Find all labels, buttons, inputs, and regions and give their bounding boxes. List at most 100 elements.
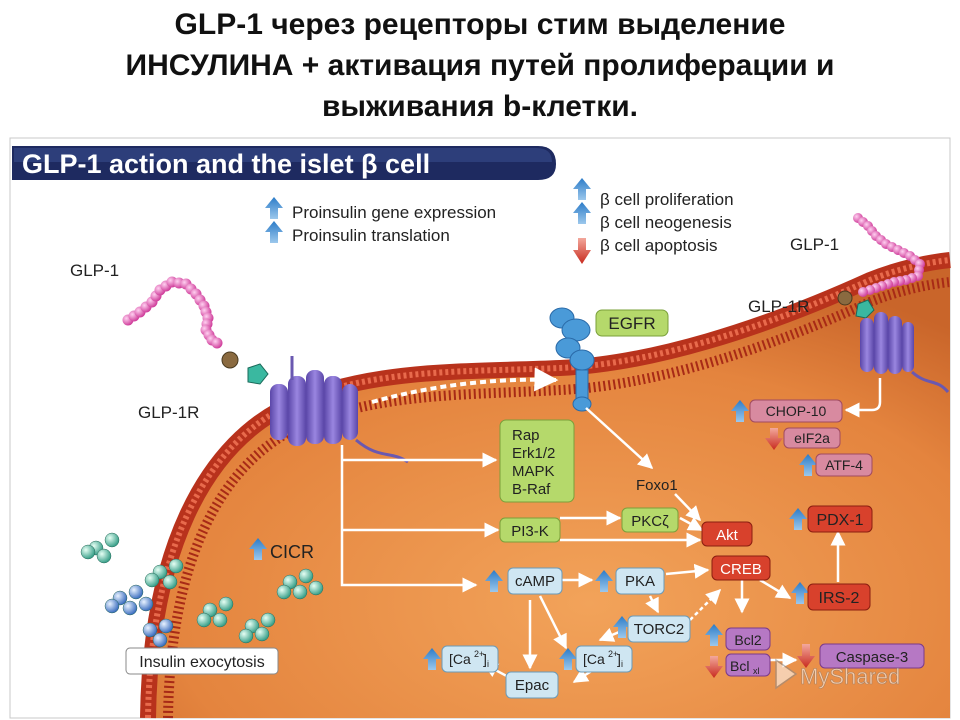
insulin-granule [308, 580, 324, 596]
insulin-granule [122, 600, 138, 616]
bcl2-node: Bcl2 [705, 624, 771, 651]
up-arrow-icon [265, 221, 283, 243]
insulin-granule [96, 548, 112, 564]
epac-node: Epac [505, 671, 559, 699]
svg-text:[Ca: [Ca [583, 651, 605, 667]
insulin-granule [104, 532, 120, 548]
glp1r-label-right: GLP-1R [748, 297, 809, 316]
title-line-3: выживания b-клетки. [321, 90, 639, 123]
camp-node: cAMP [485, 567, 563, 595]
up-arrow-icon [573, 178, 591, 200]
up-arrow-icon [731, 400, 749, 422]
akt-node: Akt [701, 521, 753, 547]
svg-text:PKCζ: PKCζ [631, 513, 669, 530]
erk-label: Erk1/2 [512, 445, 555, 462]
svg-text:CICR: CICR [270, 542, 314, 562]
insulin-granule [276, 584, 292, 600]
insulin-granule [254, 626, 270, 642]
down-arrow-icon [765, 428, 783, 450]
svg-text:Epac: Epac [515, 677, 550, 694]
svg-text:]: ] [617, 651, 621, 667]
up-arrow-icon [485, 570, 503, 592]
insulin-granule [162, 574, 178, 590]
foxo1-label: Foxo1 [636, 477, 678, 494]
glp1-receptor-left [221, 351, 409, 464]
transactivation-arrow [371, 367, 559, 404]
insulin-granule [212, 612, 228, 628]
calcium-left-node: [Ca 2+ i ] [423, 645, 499, 673]
insulin-granule [158, 618, 174, 634]
glp1r-label-left: GLP-1R [138, 403, 199, 422]
up-arrow-icon [789, 508, 807, 530]
egfr-receptor: EGFR [549, 307, 669, 412]
up-arrow-icon [613, 616, 631, 638]
svg-text:ATF-4: ATF-4 [825, 457, 863, 473]
up-arrow-icon [705, 624, 723, 646]
irs2-node: IRS-2 [791, 582, 871, 611]
creb-node: CREB [711, 555, 771, 581]
svg-text:IRS-2: IRS-2 [819, 590, 860, 607]
insulin-granule [152, 632, 168, 648]
legend-proinsulin: Proinsulin gene expression Proinsulin tr… [265, 197, 496, 245]
slide-title: GLP-1 через рецепторы стим выделение ИНС… [0, 4, 960, 127]
up-arrow-icon [265, 197, 283, 219]
legend-neogenesis: β cell neogenesis [600, 213, 732, 232]
glp1-label-right: GLP-1 [790, 235, 839, 254]
title-banner: GLP-1 action and the islet β cell [12, 146, 556, 180]
torc2-node: TORC2 [613, 615, 691, 643]
up-arrow-icon [799, 454, 817, 476]
insulin-granule [218, 596, 234, 612]
legend-beta-cell: β cell proliferation β cell neogenesis β… [573, 178, 734, 264]
svg-text:2+: 2+ [474, 649, 484, 659]
svg-text:2+: 2+ [608, 649, 618, 659]
insulin-granule [104, 598, 120, 614]
title-line-2: ИНСУЛИНА + активация путей пролиферации … [125, 49, 835, 82]
svg-text:PI3-K: PI3-K [511, 523, 549, 540]
svg-text:[Ca: [Ca [449, 651, 471, 667]
insulin-granule [142, 622, 158, 638]
rap-label: Rap [512, 427, 540, 444]
svg-text:xl: xl [753, 666, 760, 676]
down-arrow-icon [573, 238, 591, 264]
insulin-granule [144, 572, 160, 588]
membrane-heads [145, 257, 951, 719]
up-arrow-icon [423, 648, 441, 670]
svg-text:]: ] [483, 651, 487, 667]
insulin-granule [238, 628, 254, 644]
insulin-exocytosis-label: Insulin exocytosis [125, 647, 279, 675]
svg-text:Caspase-3: Caspase-3 [836, 649, 909, 666]
legend-proinsulin-translation: Proinsulin translation [292, 226, 450, 245]
atf4-node: ATF-4 [799, 453, 873, 477]
down-arrow-icon [705, 656, 723, 678]
svg-text:TORC2: TORC2 [634, 621, 685, 638]
svg-text:CHOP-10: CHOP-10 [766, 403, 827, 419]
up-arrow-icon [573, 202, 591, 224]
insulin-granule [298, 568, 314, 584]
banner-text: GLP-1 action and the islet β cell [22, 149, 430, 179]
legend-proliferation: β cell proliferation [600, 190, 734, 209]
glp1-peptide-right [853, 213, 925, 297]
membrane-inner [163, 277, 951, 719]
svg-text:Bcl2: Bcl2 [734, 632, 761, 648]
svg-text:Insulin exocytosis: Insulin exocytosis [139, 654, 264, 671]
glp1-peptide-left [122, 276, 223, 349]
eif2a-node: eIF2a [765, 427, 841, 450]
svg-text:Bcl: Bcl [730, 658, 749, 674]
svg-text:MyShared: MyShared [800, 664, 900, 689]
mapk-label: MAPK [512, 463, 555, 480]
up-arrow-icon [249, 538, 267, 560]
calcium-right-node: [Ca 2+ i ] [559, 645, 633, 673]
up-arrow-icon [791, 582, 809, 604]
up-arrow-icon [559, 648, 577, 670]
egfr-label: EGFR [608, 314, 655, 333]
insulin-granule [138, 596, 154, 612]
insulin-granule [260, 612, 276, 628]
svg-text:PKA: PKA [625, 573, 655, 590]
svg-text:i: i [487, 659, 489, 669]
up-arrow-icon [595, 570, 613, 592]
glp1-receptor-right [837, 290, 950, 394]
svg-text:cAMP: cAMP [515, 573, 555, 590]
insulin-granules [80, 532, 324, 648]
svg-text:eIF2a: eIF2a [794, 430, 830, 446]
